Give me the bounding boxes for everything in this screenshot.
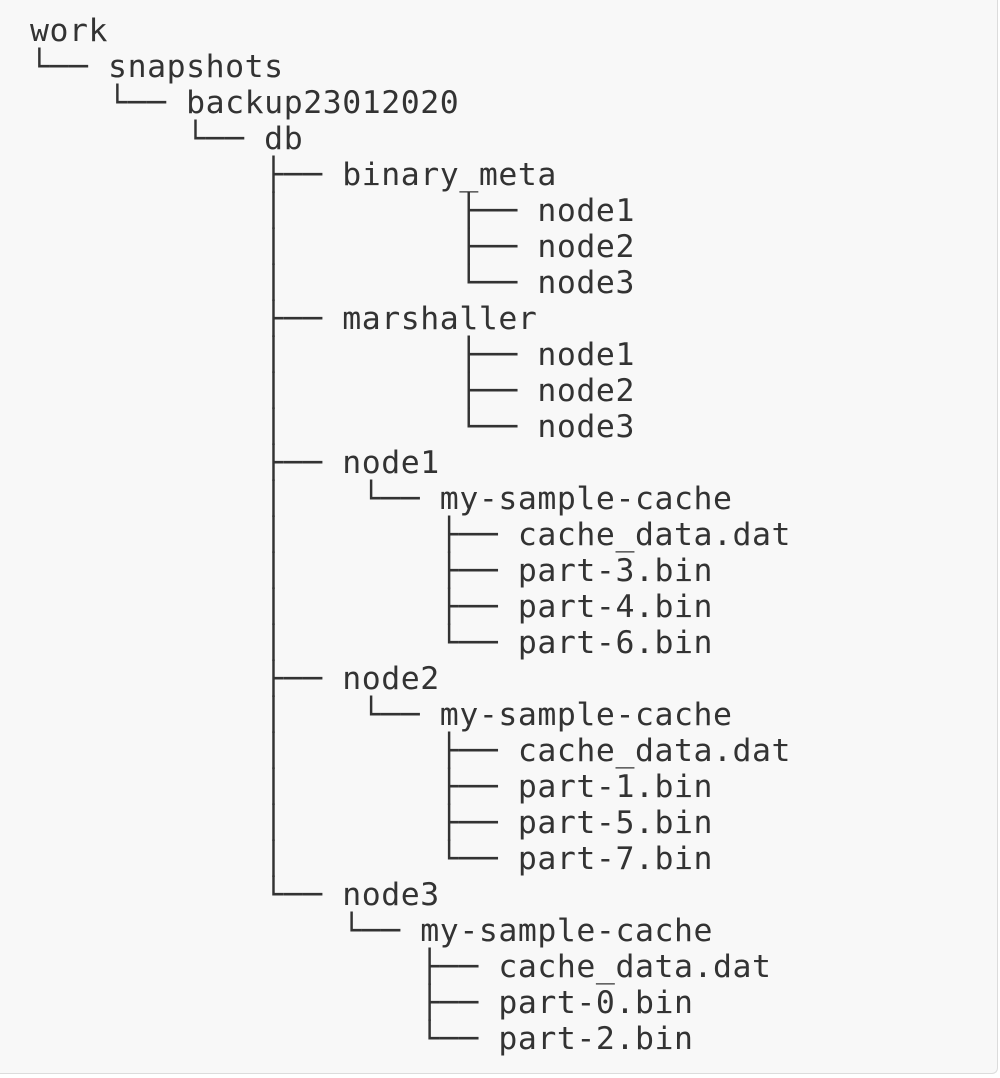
tree-line: │ ├── part-4.bin — [30, 589, 714, 625]
tree-line: ├── cache_data.dat — [30, 949, 772, 985]
tree-line: │ └── node3 — [30, 265, 635, 301]
tree-line: ├── part-0.bin — [30, 985, 694, 1021]
tree-line: ├── node1 — [30, 445, 440, 481]
tree-line: └── db — [30, 121, 304, 157]
tree-line: ├── binary_meta — [30, 157, 557, 193]
tree-line: │ ├── cache_data.dat — [30, 733, 792, 769]
tree-line: │ ├── cache_data.dat — [30, 517, 792, 553]
tree-line: work — [30, 13, 109, 49]
tree-line: │ └── node3 — [30, 409, 635, 445]
tree-line: └── my-sample-cache — [30, 913, 714, 949]
tree-line: └── backup23012020 — [30, 85, 460, 121]
directory-tree: work└── snapshots └── backup23012020 └──… — [30, 13, 791, 1057]
tree-line: │ ├── part-3.bin — [30, 553, 714, 589]
tree-line: ├── marshaller — [30, 301, 538, 337]
tree-line: └── snapshots — [30, 49, 284, 85]
tree-line: │ ├── node2 — [30, 229, 635, 265]
tree-line: └── part-2.bin — [30, 1021, 694, 1057]
tree-line: │ └── part-7.bin — [30, 841, 714, 877]
tree-line: │ ├── node2 — [30, 373, 635, 409]
tree-line: │ └── my-sample-cache — [30, 481, 733, 517]
tree-line: │ ├── node1 — [30, 193, 635, 229]
tree-line: │ ├── part-5.bin — [30, 805, 714, 841]
tree-line: ├── node2 — [30, 661, 440, 697]
tree-line: │ └── my-sample-cache — [30, 697, 733, 733]
tree-line: │ ├── part-1.bin — [30, 769, 714, 805]
tree-line: └── node3 — [30, 877, 440, 913]
tree-line: │ └── part-6.bin — [30, 625, 714, 661]
tree-line: │ ├── node1 — [30, 337, 635, 373]
